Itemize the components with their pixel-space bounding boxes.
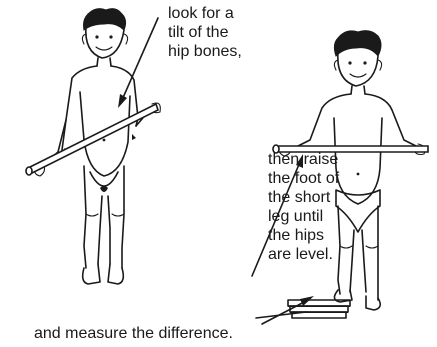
left-boy-figure xyxy=(35,9,161,284)
arrow-to-blocks xyxy=(256,312,306,318)
caption-look-for-tilt: look for a tilt of the hip bones, xyxy=(168,4,242,61)
foot-blocks xyxy=(288,300,350,318)
caption-measure-difference: and measure the difference. xyxy=(34,324,233,343)
caption-raise-foot: then raise the foot of the short leg unt… xyxy=(268,150,339,264)
